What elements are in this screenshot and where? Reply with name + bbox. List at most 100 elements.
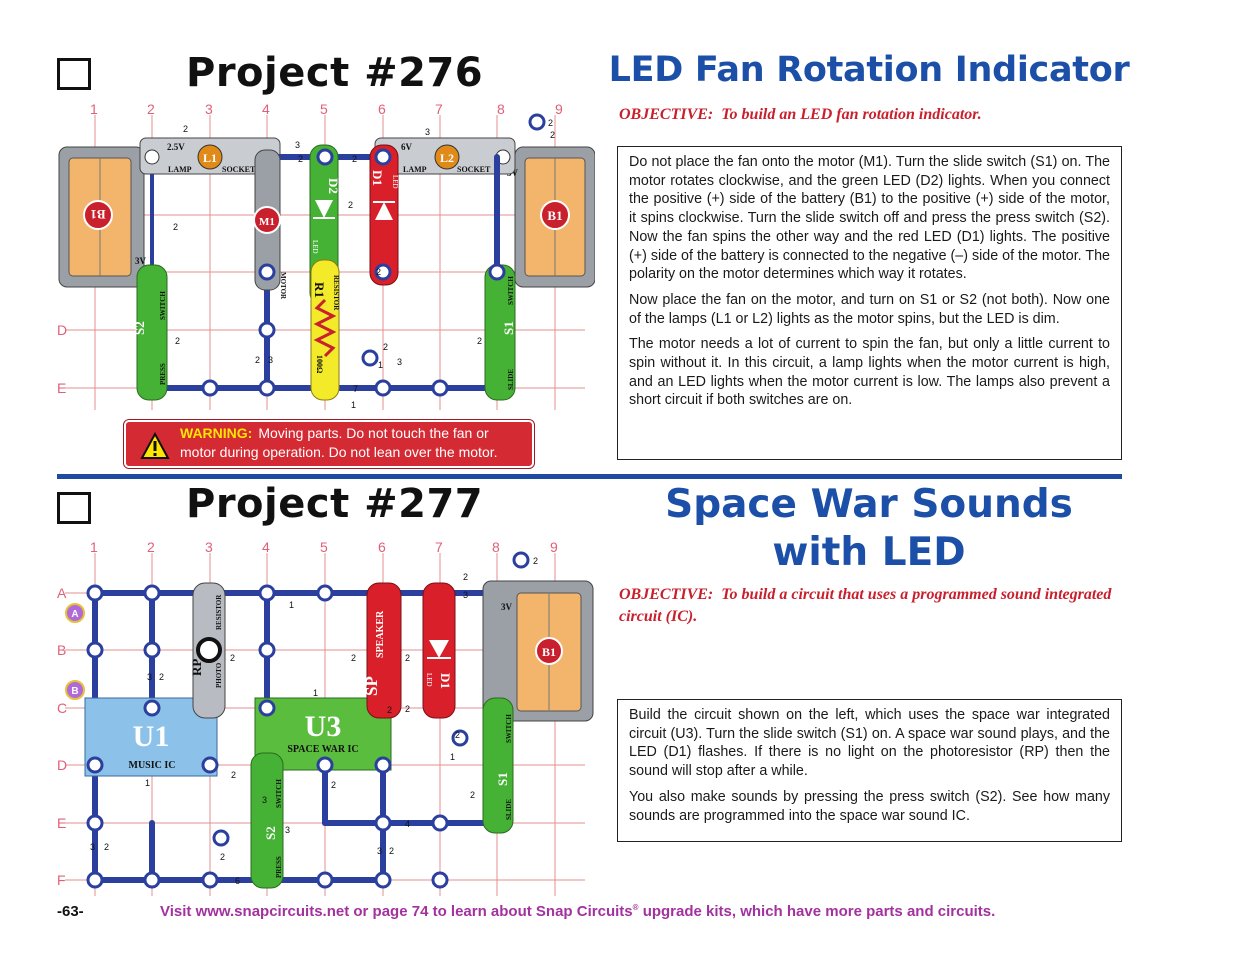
instruction-paragraph: The motor needs a lot of current to spin… xyxy=(629,336,1110,409)
part-label: U3 xyxy=(305,710,342,743)
part-label: SOCKET xyxy=(457,165,491,174)
level-label: 1 xyxy=(289,600,294,610)
grid-col-label: 5 xyxy=(320,101,328,117)
project-276-checkbox[interactable] xyxy=(57,58,91,90)
snap-connectors xyxy=(201,113,546,397)
part-label: MUSIC IC xyxy=(129,760,176,771)
grid-col-label: 8 xyxy=(497,101,505,117)
part-label: SOCKET xyxy=(222,165,256,174)
part-label: SWITCH xyxy=(159,291,167,320)
part-label: 3V xyxy=(135,256,147,266)
level-label: 1 xyxy=(351,400,356,410)
part-label: SWITCH xyxy=(505,714,513,743)
level-label: 3 xyxy=(463,590,468,600)
part-label: R1 xyxy=(312,282,327,298)
page-number-text: -63- xyxy=(57,903,84,920)
grid-col-label: 1 xyxy=(90,539,98,555)
part-label: LAMP xyxy=(168,165,192,174)
part-label: LAMP xyxy=(403,165,427,174)
grid-col-label: 3 xyxy=(205,101,213,117)
marker-b: B xyxy=(65,680,85,700)
warning-triangle-icon xyxy=(140,432,170,459)
part-label: D1 xyxy=(438,673,453,689)
grid-col-label: 7 xyxy=(435,101,443,117)
grid-col-label: 9 xyxy=(550,539,558,555)
lamp-socket-l2: L2 6V LAMP SOCKET xyxy=(374,137,516,175)
part-label: L1 xyxy=(203,151,217,165)
project-276-heading: LED Fan Rotation Indicator xyxy=(608,50,1130,90)
photoresistor-rp: RP PHOTO RESISTOR xyxy=(189,582,226,719)
marker-a: A xyxy=(65,603,85,623)
grid-col-label: 1 xyxy=(90,101,98,117)
grid-col-label: 6 xyxy=(378,539,386,555)
level-label: 3 xyxy=(262,795,267,805)
level-label: 2 xyxy=(533,556,538,566)
marker-label: B xyxy=(71,686,78,697)
level-label: 2 xyxy=(463,572,468,582)
level-label: 3 xyxy=(397,357,402,367)
level-label: 2 xyxy=(175,336,180,346)
level-label: 2 xyxy=(298,154,303,164)
page-number: -63- xyxy=(57,903,84,920)
part-label: PRESS xyxy=(159,363,167,385)
part-label: S1 xyxy=(501,321,516,335)
project-277-circuit-diagram: 1 2 3 4 5 6 7 8 9 A B C D E F A B U1 xyxy=(57,539,594,896)
level-label: 2 xyxy=(220,852,225,862)
led-d1: D1 LED xyxy=(422,582,456,719)
level-label: 7 xyxy=(353,384,358,394)
level-label: 3 xyxy=(147,672,152,682)
slide-switch-s1: S1 SLIDE SWITCH xyxy=(484,264,516,401)
grid-row-label: A xyxy=(57,585,67,601)
part-label: SLIDE xyxy=(507,369,515,390)
part-label: SWITCH xyxy=(275,779,283,808)
part-label: LED xyxy=(425,673,433,687)
objective-label: OBJECTIVE: xyxy=(619,586,714,603)
section-divider xyxy=(57,474,1122,479)
slide-switch-s1: S1 SLIDE SWITCH xyxy=(482,697,514,834)
objective-text: To build an LED fan rotation indicator. xyxy=(721,106,982,123)
level-label: 2 xyxy=(352,154,357,164)
part-label: SPACE WAR IC xyxy=(287,744,358,755)
footer-text: Visit www.snapcircuits.net or page 74 to… xyxy=(160,903,633,920)
heading-line: with LED xyxy=(772,530,966,575)
part-label: SWITCH xyxy=(507,276,515,305)
part-label: PHOTO xyxy=(215,662,223,688)
part-label: 2.5V xyxy=(167,142,185,152)
level-label: 3 xyxy=(377,846,382,856)
wires xyxy=(92,590,500,883)
part-label: D1 xyxy=(370,170,385,186)
level-label: 1 xyxy=(378,360,383,370)
lamp-socket-l1: L1 2.5V LAMP SOCKET xyxy=(139,137,281,175)
level-label: 2 xyxy=(548,118,553,128)
grid-col-label: 8 xyxy=(492,539,500,555)
part-label: LED xyxy=(391,175,399,189)
level-label: 2 xyxy=(348,200,353,210)
project-277-checkbox[interactable] xyxy=(57,492,91,524)
level-label: 2 xyxy=(159,672,164,682)
objective-text: To build a circuit that uses a programme… xyxy=(619,586,1112,625)
level-label: 2 xyxy=(255,355,260,365)
part-label: LED xyxy=(311,240,319,254)
level-label: 2 xyxy=(405,653,410,663)
level-label: 2 xyxy=(183,124,188,134)
speaker-sp: SP SPEAKER xyxy=(362,582,402,719)
part-label: M1 xyxy=(259,216,275,228)
grid-row-label: C xyxy=(57,700,67,716)
level-label: 2 xyxy=(389,846,394,856)
led-d1: D1 LED xyxy=(369,144,399,286)
grid-col-label: 6 xyxy=(378,101,386,117)
project-277-heading: Space War Sounds with LED xyxy=(616,481,1122,577)
project-276-objective: OBJECTIVE:To build an LED fan rotation i… xyxy=(619,106,982,124)
press-switch-s2: S2 PRESS SWITCH xyxy=(250,752,284,889)
project-277-title: Project #277 xyxy=(186,481,484,527)
part-label: RESISTOR xyxy=(332,275,340,311)
instruction-paragraph: Now place the fan on the motor, and turn… xyxy=(629,291,1110,327)
snap-connectors xyxy=(86,551,530,889)
grid-col-label: 2 xyxy=(147,101,155,117)
level-label: 2 xyxy=(376,267,381,277)
instruction-paragraph: Build the circuit shown on the left, whi… xyxy=(629,707,1110,780)
level-label: 3 xyxy=(295,140,300,150)
part-label: B1 xyxy=(547,208,562,223)
level-label: 1 xyxy=(450,752,455,762)
level-label: 2 xyxy=(387,705,392,715)
